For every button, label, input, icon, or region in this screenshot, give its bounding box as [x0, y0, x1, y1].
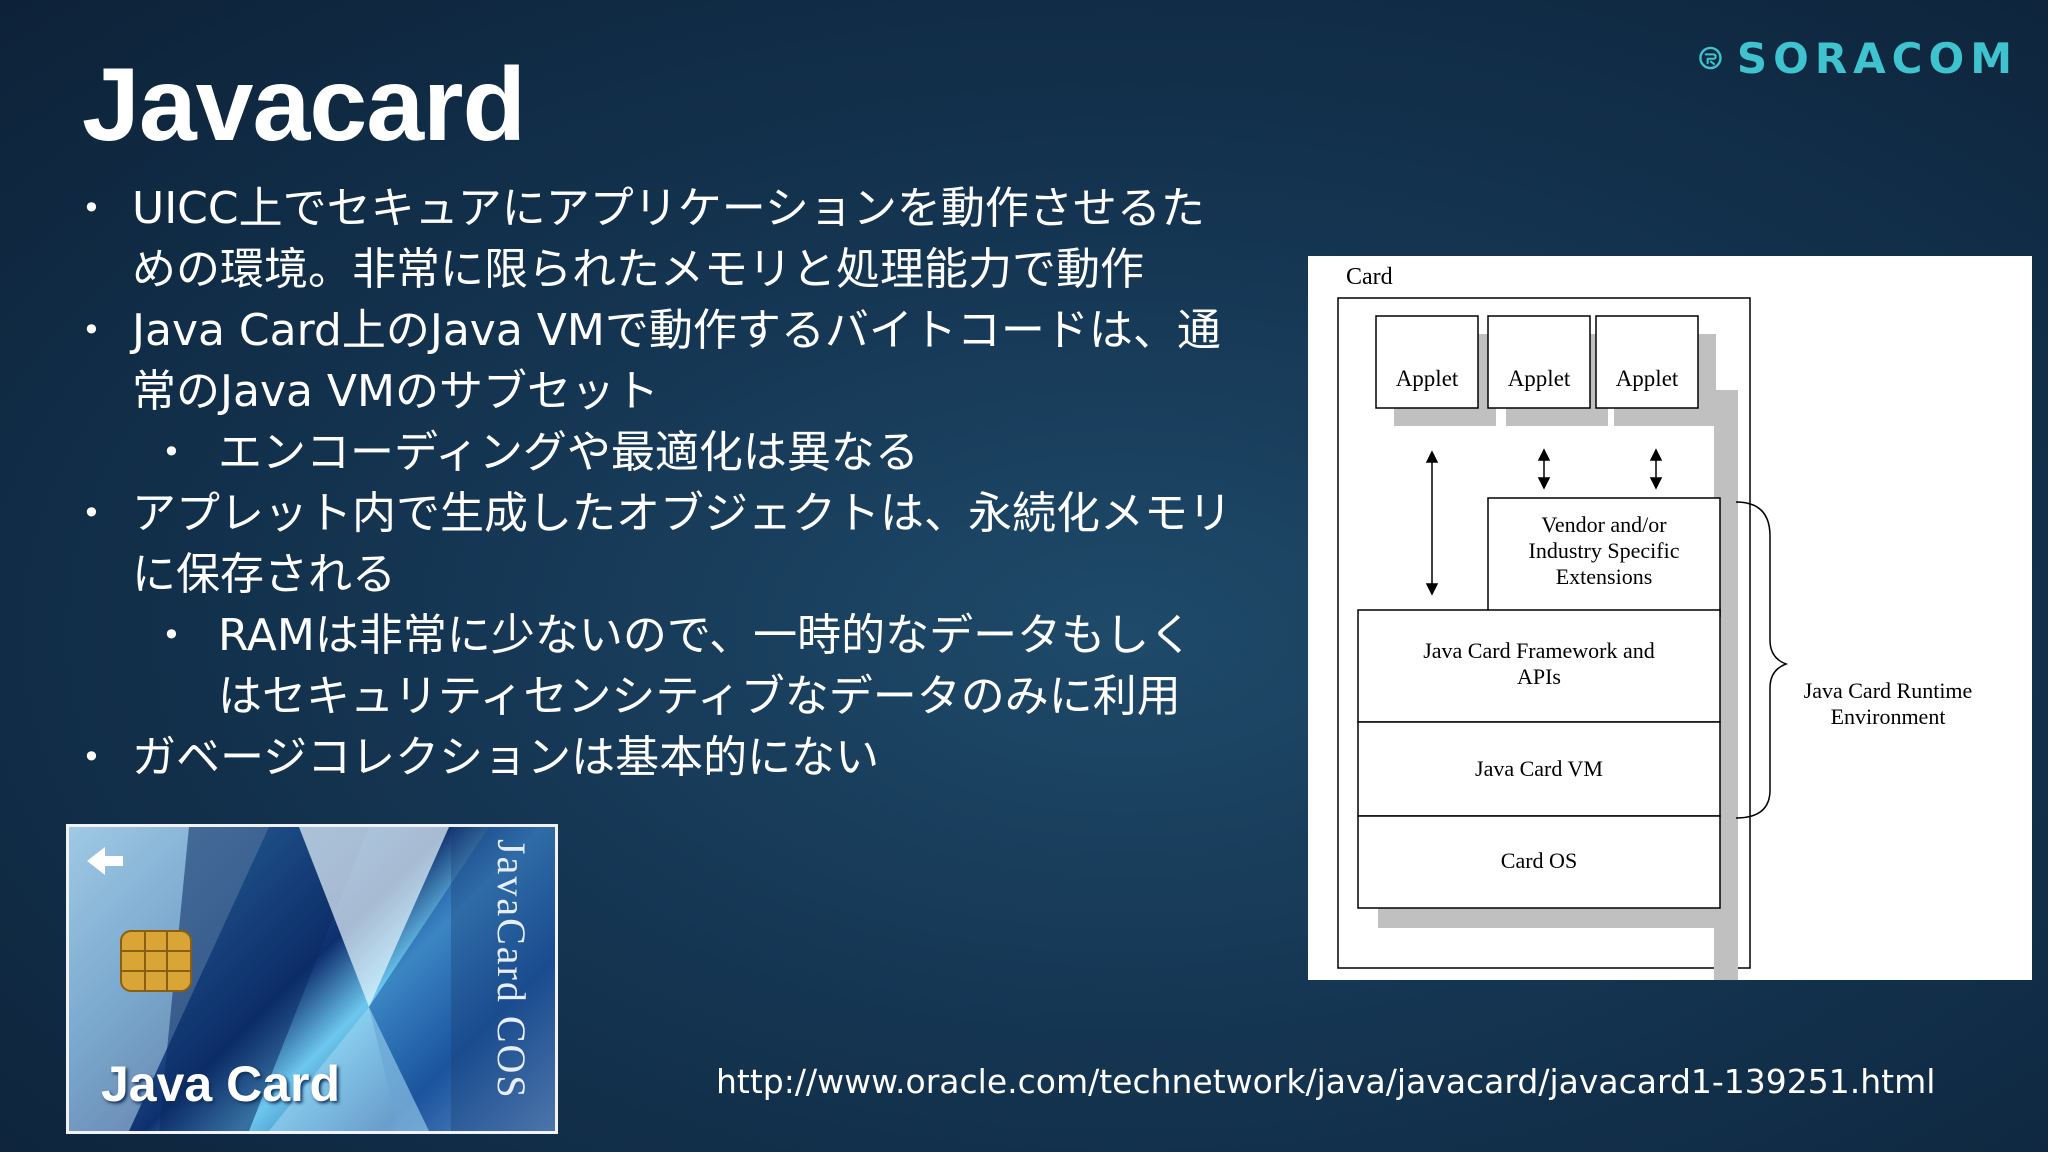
os-label: Card OS	[1501, 848, 1577, 873]
bullet-line: • UICC上でセキュアにアプリケーションを動作させるた	[80, 178, 1260, 239]
bullet-line: 常のJava VMのサブセット	[80, 361, 1260, 422]
runtime-label: Java Card Runtime	[1804, 678, 1973, 703]
card-name: Java Card	[101, 1056, 341, 1112]
bullet-text: はセキュリティセンシティブなデータのみに利用	[218, 671, 1181, 722]
stack-shadow	[1378, 908, 1738, 928]
sub-bullet-line: • エンコーディングや最適化は異なる	[80, 422, 1260, 483]
chip-icon	[120, 930, 192, 992]
arrow-icon	[1425, 450, 1439, 596]
bullet-text: UICC上でセキュアにアプリケーションを動作させるた	[132, 183, 1205, 234]
bullet-text: エンコーディングや最適化は異なる	[218, 427, 919, 478]
vm-label: Java Card VM	[1475, 756, 1603, 781]
bullet-text: 常のJava VMのサブセット	[132, 366, 659, 417]
soracom-logo-icon	[1699, 46, 1722, 70]
bullet-text: に保存される	[132, 549, 396, 600]
source-url: http://www.oracle.com/technetwork/java/j…	[716, 1062, 1936, 1101]
back-arrow-icon	[87, 847, 123, 875]
javacard-photo: Java Card JavaCard COS	[66, 824, 558, 1134]
vendor-label: Industry Specific	[1529, 538, 1680, 563]
bullet-text: アプレット内で生成したオブジェクトは、永続化メモリ	[132, 488, 1232, 539]
bullet-list: • UICC上でセキュアにアプリケーションを動作させるた めの環境。非常に限られた…	[80, 178, 1260, 788]
bullet-dot: •	[162, 433, 181, 471]
sub-bullet-line: • RAMは非常に少ないので、一時的なデータもしく	[80, 605, 1260, 666]
framework-box	[1357, 609, 1721, 723]
brace-icon	[1735, 501, 1789, 819]
bullet-text: RAMは非常に少ないので、一時的なデータもしく	[218, 610, 1194, 661]
card-side-text: JavaCard COS	[489, 839, 534, 1100]
applet-label: Applet	[1508, 366, 1571, 391]
arrow-icon	[1537, 448, 1551, 490]
vm-box	[1357, 721, 1721, 817]
vendor-label: Vendor and/or	[1541, 512, 1667, 537]
bullet-line: • アプレット内で生成したオブジェクトは、永続化メモリ	[80, 483, 1260, 544]
jcre-diagram: Card Applet Applet Applet	[1308, 256, 2032, 1060]
applet-box	[1487, 315, 1591, 409]
applet-box	[1595, 315, 1699, 409]
sub-bullet-line: はセキュリティセンシティブなデータのみに利用	[80, 666, 1260, 727]
os-box	[1357, 815, 1721, 909]
bullet-line: めの環境。非常に限られたメモリと処理能力で動作	[80, 239, 1260, 300]
card-frame	[1337, 297, 1751, 969]
runtime-label: Environment	[1831, 704, 1946, 729]
card-art	[69, 827, 555, 1131]
bullet-line: に保存される	[80, 544, 1260, 605]
framework-label: APIs	[1517, 664, 1561, 689]
soracom-logo: SORACOM	[1698, 24, 2018, 92]
bullet-line: • ガベージコレクションは基本的にない	[80, 727, 1260, 788]
bullet-dot: •	[82, 189, 101, 227]
applet-box	[1375, 315, 1479, 409]
arrow-icon	[1649, 448, 1663, 490]
bullet-dot: •	[82, 494, 101, 532]
vendor-label: Extensions	[1556, 564, 1653, 589]
applet-label: Applet	[1396, 366, 1459, 391]
bullet-text: ガベージコレクションは基本的にない	[132, 732, 880, 783]
card-label: Card	[1346, 264, 1393, 290]
applet-label: Applet	[1616, 366, 1679, 391]
bullet-dot: •	[82, 738, 101, 776]
bullet-text: めの環境。非常に限られたメモリと処理能力で動作	[132, 244, 1144, 295]
slide-title: Javacard	[82, 47, 526, 163]
bullet-dot: •	[162, 616, 181, 654]
logo-text: SORACOM	[1736, 33, 2018, 83]
bullet-text: Java Card上のJava VMで動作するバイトコードは、通	[132, 305, 1221, 356]
bullet-dot: •	[82, 311, 101, 349]
bullet-line: • Java Card上のJava VMで動作するバイトコードは、通	[80, 300, 1260, 361]
framework-label: Java Card Framework and	[1423, 638, 1655, 663]
